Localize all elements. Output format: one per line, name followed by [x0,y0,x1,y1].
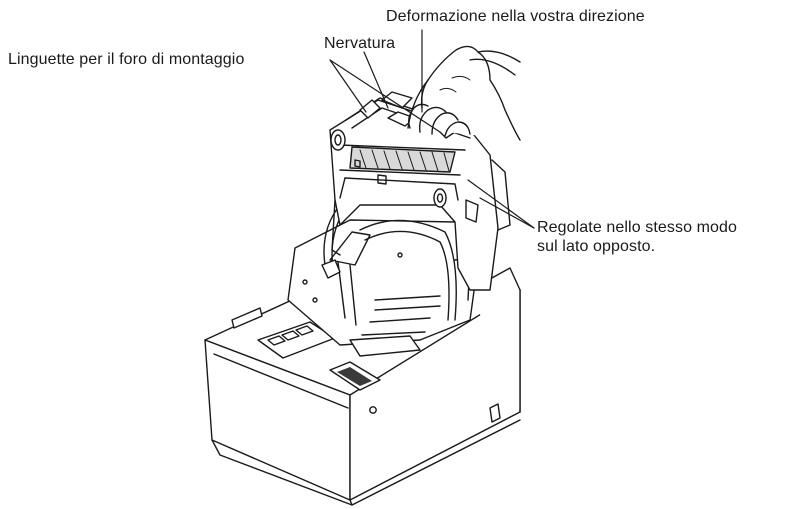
leader-lines [329,29,535,229]
label-opposite-line2: sul lato opposto. [537,238,656,255]
label-opposite-side: Regolate nello stesso modo sul lato oppo… [537,218,737,256]
leader-opposite-a [467,179,535,229]
leader-opposite-b [479,197,535,229]
label-deformation: Deformazione nella vostra direzione [386,8,645,25]
label-rib: Nervatura [324,35,396,52]
hand-illustration [407,45,521,141]
leader-tabs-a [329,59,367,113]
leader-tabs-b [329,59,441,133]
printer-cover [329,91,511,291]
label-mounting-tabs: Linguette per il foro di montaggio [8,51,245,68]
leader-rib [363,51,389,109]
label-opposite-line1: Regolate nello stesso modo [537,219,738,236]
